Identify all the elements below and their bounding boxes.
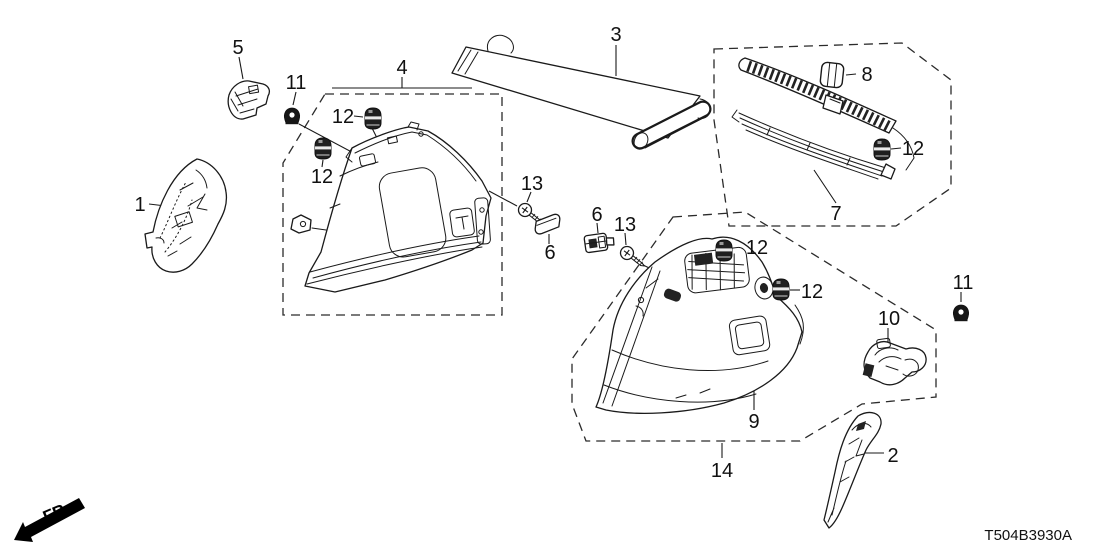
- callout-4[interactable]: 4: [396, 57, 407, 79]
- clip-12-fastener: [873, 138, 891, 161]
- clip-12-fastener: [772, 278, 790, 301]
- clip-12-fastener: [364, 107, 382, 130]
- part-3-cargo-cover-drawing: [451, 34, 712, 150]
- part-5-bracket-drawing: [227, 80, 270, 120]
- group-box-part-4: [282, 93, 503, 316]
- callout-11a[interactable]: 11: [286, 72, 307, 94]
- fr-label: FR.: [40, 498, 73, 526]
- part-9-side-lining-drawing: [595, 236, 804, 414]
- callout-3[interactable]: 3: [610, 24, 621, 46]
- group-box-part-14: [571, 211, 937, 442]
- clip-11-grommet: [283, 106, 301, 125]
- screw-13: [619, 245, 646, 267]
- callout-13b[interactable]: 13: [614, 214, 636, 236]
- callout-9[interactable]: 9: [748, 411, 759, 433]
- diagram-code: T504B3930A: [984, 527, 1072, 544]
- part-6-opener-drawing: [583, 232, 615, 254]
- callout-13a[interactable]: 13: [521, 173, 543, 195]
- callout-6b[interactable]: 6: [591, 204, 602, 226]
- clip-12-fastener: [715, 239, 733, 262]
- callout-6a[interactable]: 6: [544, 242, 555, 264]
- callout-2[interactable]: 2: [887, 445, 898, 467]
- part-1-trim-panel-drawing: [144, 158, 228, 273]
- clip-12-fastener: [314, 137, 332, 160]
- callout-11b[interactable]: 11: [953, 272, 974, 294]
- callout-14[interactable]: 14: [711, 460, 733, 482]
- callout-12c[interactable]: 12: [746, 237, 768, 259]
- callout-8[interactable]: 8: [861, 64, 872, 86]
- callout-12e[interactable]: 12: [902, 138, 924, 160]
- callout-12d[interactable]: 12: [801, 281, 823, 303]
- part-7-trunk-sill-trim-drawing: [731, 57, 915, 180]
- callout-12a[interactable]: 12: [332, 106, 354, 128]
- part-10-bracket-drawing: [862, 337, 927, 386]
- callout-1[interactable]: 1: [134, 194, 145, 216]
- callout-10[interactable]: 10: [878, 308, 900, 330]
- callout-5[interactable]: 5: [232, 37, 243, 59]
- part-2-pillar-garnish-drawing: [823, 411, 882, 529]
- part-8-clip-drawing: [819, 61, 845, 89]
- fr-direction-arrow-icon: FR.: [14, 498, 85, 542]
- group-box-part-7: [713, 42, 952, 227]
- callout-7[interactable]: 7: [830, 203, 841, 225]
- part-4-side-lining-drawing: [290, 121, 492, 293]
- callout-12b[interactable]: 12: [311, 166, 333, 188]
- part-6-cap-drawing: [534, 213, 561, 235]
- clip-11-grommet: [952, 303, 970, 322]
